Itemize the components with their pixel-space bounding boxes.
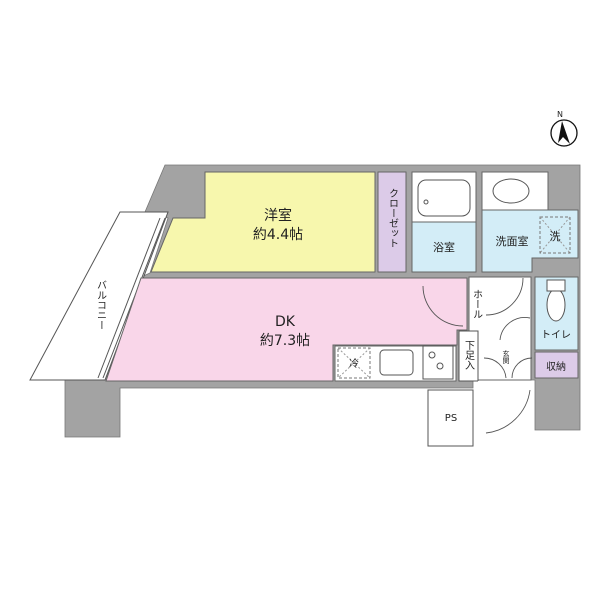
fridge-label: 冷 <box>349 357 359 370</box>
fridge-space <box>337 347 371 379</box>
storage <box>534 351 579 379</box>
balcony-label: バルコニー <box>95 280 107 330</box>
ps-label: PS <box>445 413 457 424</box>
doors <box>422 277 533 434</box>
svg-text:N: N <box>557 110 563 119</box>
western-room-name: 洋室 <box>264 207 292 224</box>
dk-size: 約7.3帖 <box>260 333 310 349</box>
toilet-icon <box>546 288 566 322</box>
washer-space <box>539 216 571 254</box>
washbasin-icon <box>492 178 530 204</box>
washer-label: 洗 <box>550 230 561 243</box>
sink-icon <box>379 349 414 376</box>
ps-shaft <box>427 389 474 447</box>
bath-label: 浴室 <box>433 240 455 254</box>
western-room-size: 約4.4帖 <box>253 227 303 243</box>
shoe-box <box>458 330 479 382</box>
toilet-label: トイレ <box>541 330 571 341</box>
shoe-box-label: 下足入 <box>463 340 475 370</box>
entrance-door-area <box>478 381 534 439</box>
closet <box>377 171 407 273</box>
dk-room <box>105 277 468 382</box>
hall <box>468 276 532 381</box>
storage-label: 収納 <box>546 360 566 373</box>
western-room <box>150 171 376 273</box>
north-arrow-icon: N <box>550 110 578 147</box>
closet-label: クローゼット <box>387 188 399 248</box>
bathtub-icon <box>417 179 471 217</box>
stove-icon <box>422 345 454 380</box>
hall-label: ホール <box>471 289 483 319</box>
dk-name: DK <box>275 314 296 330</box>
washroom-label: 洗面室 <box>496 234 529 248</box>
entrance-label: 玄関 <box>502 349 510 365</box>
